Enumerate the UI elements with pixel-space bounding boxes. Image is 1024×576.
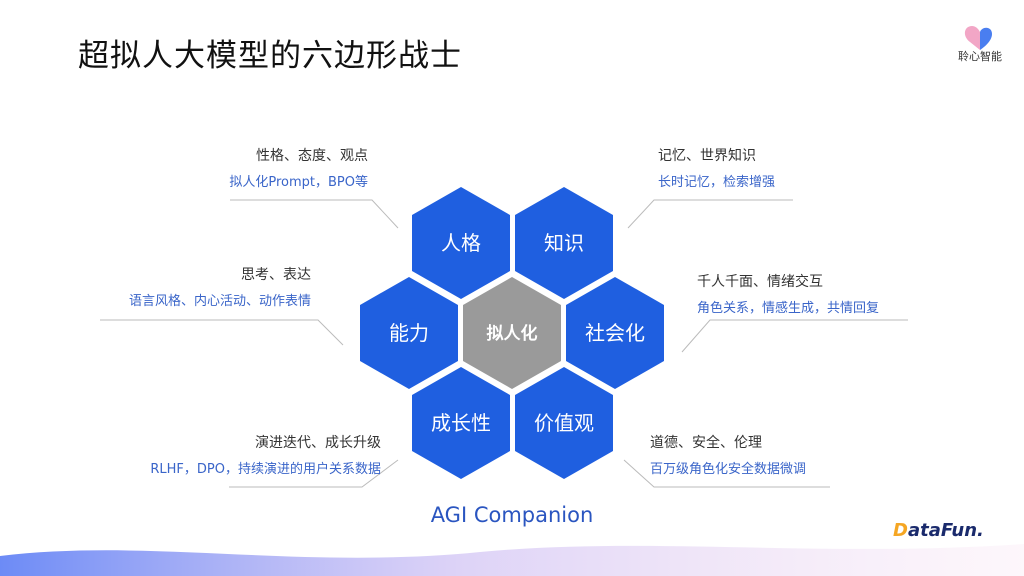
- datafun-brand-logo: DataFun.: [893, 520, 984, 541]
- annotation-top-left-sub: 拟人化Prompt，BPO等: [229, 175, 368, 190]
- annotation-top-left: 性格、态度、观点 拟人化Prompt，BPO等: [229, 145, 368, 190]
- hex-ability-label: 能力: [389, 321, 429, 345]
- annotation-bottom-left: 演进迭代、成长升级 RLHF，DPO，持续演进的用户关系数据: [150, 432, 381, 477]
- brand-rest: ataFun.: [907, 520, 984, 541]
- annotation-bottom-left-main: 演进迭代、成长升级: [255, 435, 381, 451]
- annotation-bottom-right-sub: 百万级角色化安全数据微调: [650, 462, 807, 477]
- annotation-mid-left: 思考、表达 语言风格、内心活动、动作表情: [129, 264, 311, 309]
- leader-line-top-right: [627, 199, 793, 229]
- agi-companion-caption: AGI Companion: [430, 503, 594, 527]
- annotation-top-right: 记忆、世界知识 长时记忆，检索增强: [658, 145, 775, 190]
- hex-personality: 人格: [412, 187, 510, 299]
- leader-line-bottom-right: [623, 459, 830, 488]
- hex-growth: 成长性: [412, 367, 510, 479]
- annotation-top-left-main: 性格、态度、观点: [256, 148, 368, 164]
- hex-knowledge: 知识: [515, 187, 613, 299]
- annotation-top-right-main: 记忆、世界知识: [658, 148, 756, 164]
- hex-values: 价值观: [515, 367, 613, 479]
- hex-center: 拟人化: [463, 277, 561, 389]
- logo-text: 聆心智能: [958, 50, 1002, 63]
- hex-center-label: 拟人化: [487, 323, 538, 344]
- hex-socialization: 社会化: [566, 277, 664, 389]
- annotation-mid-left-main: 思考、表达: [241, 267, 311, 283]
- leader-line-top-left: [230, 199, 399, 229]
- annotation-bottom-left-sub: RLHF，DPO，持续演进的用户关系数据: [150, 462, 381, 477]
- hex-knowledge-label: 知识: [544, 231, 584, 255]
- annotation-mid-left-sub: 语言风格、内心活动、动作表情: [128, 294, 311, 309]
- leader-line-bottom-left: [229, 459, 399, 488]
- annotation-mid-right-sub: 角色关系，情感生成，共情回复: [697, 301, 880, 316]
- decorative-wave: [0, 544, 1024, 576]
- annotation-bottom-right-main: 道德、安全、伦理: [650, 435, 762, 451]
- heart-chat-logo-icon: [964, 26, 992, 50]
- hex-socialization-label: 社会化: [585, 321, 645, 345]
- leader-line-mid-right: [681, 319, 908, 353]
- annotation-mid-right: 千人千面、情绪交互 角色关系，情感生成，共情回复: [697, 271, 879, 316]
- hex-ability: 能力: [360, 277, 458, 389]
- page-title: 超拟人大模型的六边形战士: [78, 38, 462, 74]
- annotation-top-right-sub: 长时记忆，检索增强: [658, 175, 776, 190]
- hex-personality-label: 人格: [441, 231, 481, 255]
- brand-prefix: D: [893, 520, 908, 541]
- annotation-bottom-right: 道德、安全、伦理 百万级角色化安全数据微调: [650, 432, 806, 477]
- leader-line-mid-left: [100, 319, 344, 346]
- hex-growth-label: 成长性: [431, 411, 491, 435]
- annotation-mid-right-main: 千人千面、情绪交互: [697, 274, 823, 290]
- hex-values-label: 价值观: [534, 411, 594, 435]
